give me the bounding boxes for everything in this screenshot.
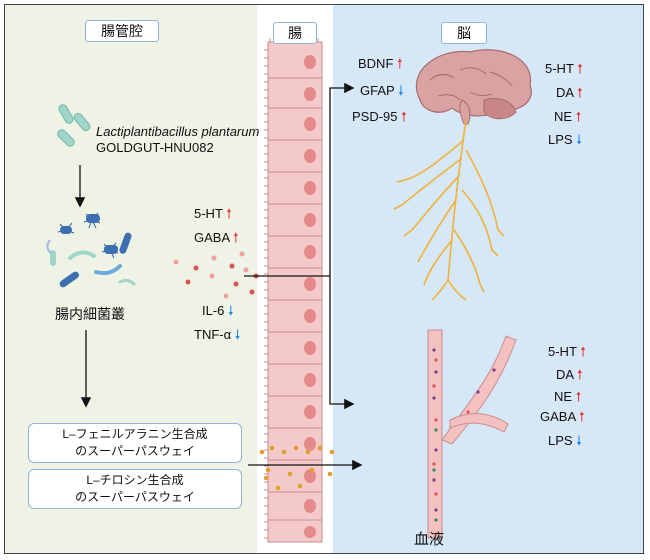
gut-microbiota-icon xyxy=(46,212,136,288)
metabolite-dots xyxy=(173,251,259,299)
marker-name: GFAP xyxy=(360,83,395,98)
marker-name: 5-HT xyxy=(194,206,223,221)
lumen-header: 腸管腔 xyxy=(85,20,159,42)
up-arrow-icon: 🠕 xyxy=(575,389,582,404)
up-arrow-icon: 🠕 xyxy=(397,56,403,71)
brain-marker: NE 🠕 xyxy=(554,108,581,130)
down-arrow-icon: 🠗 xyxy=(576,132,582,147)
brain-marker: GFAP 🠗 xyxy=(360,82,404,104)
blood-vessel-icon xyxy=(427,329,517,539)
brain-marker: BDNF 🠕 xyxy=(358,55,403,77)
pathway-box-tyrosine: L–チロシン生合成 のスーパーパスウェイ xyxy=(28,469,242,509)
marker-name: IL-6 xyxy=(202,303,225,318)
brain-marker: LPS 🠗 xyxy=(548,131,582,153)
up-arrow-icon: 🠕 xyxy=(577,61,583,76)
pathway-dots xyxy=(259,445,335,491)
marker-name: DA xyxy=(556,367,574,382)
marker-name: GABA xyxy=(194,230,230,245)
brain-header: 脳 xyxy=(441,22,487,44)
blood-marker: NE 🠕 xyxy=(554,388,581,410)
marker-name: PSD-95 xyxy=(352,109,398,124)
up-arrow-icon: 🠕 xyxy=(401,109,407,124)
up-arrow-icon: 🠕 xyxy=(576,367,583,382)
blood-marker: LPS 🠗 xyxy=(548,432,582,454)
marker-name: DA xyxy=(556,85,574,100)
up-arrow-icon: 🠕 xyxy=(579,409,585,424)
brain-marker: DA 🠕 xyxy=(556,84,583,106)
up-arrow-icon: 🠕 xyxy=(226,206,232,221)
spinal-nerves-icon xyxy=(393,119,505,301)
down-arrow-icon: 🠗 xyxy=(576,433,582,448)
marker-name: TNF-α xyxy=(194,327,232,342)
gut-header: 腸 xyxy=(273,22,317,44)
up-arrow-icon: 🠕 xyxy=(575,109,582,124)
connector-gut-to-blood xyxy=(329,276,355,410)
pathway-line2: のスーパーパスウェイ xyxy=(75,444,195,458)
marker-name: 5-HT xyxy=(545,61,574,76)
up-arrow-icon: 🠕 xyxy=(576,85,583,100)
gut-marker: TNF-α 🠗 xyxy=(194,326,240,348)
microvilli-left xyxy=(264,49,268,539)
microbiota-label: 腸内細菌叢 xyxy=(55,306,125,322)
gut-cells xyxy=(268,77,322,521)
marker-name: LPS xyxy=(548,132,573,147)
lactobacillus-icon xyxy=(57,104,91,147)
marker-name: NE xyxy=(554,109,573,124)
pathway-line1: L–フェニルアラニン生合成 xyxy=(62,427,208,441)
marker-name: LPS xyxy=(548,433,573,448)
marker-name: BDNF xyxy=(358,56,394,71)
marker-name: GABA xyxy=(540,409,576,424)
down-arrow-icon: 🠗 xyxy=(234,327,241,342)
down-arrow-icon: 🠗 xyxy=(398,83,404,98)
up-arrow-icon: 🠕 xyxy=(580,344,586,359)
brain-icon xyxy=(415,49,532,125)
gut-epithelium xyxy=(264,38,323,543)
bacteria-strain-label: GOLDGUT-HNU082 xyxy=(96,140,214,155)
pathway-line1: L–チロシン生合成 xyxy=(86,473,184,487)
gut-marker: IL-6 🠗 xyxy=(202,302,234,324)
blood-marker: DA 🠕 xyxy=(556,366,583,388)
gut-marker: 5-HT 🠕 xyxy=(194,205,232,227)
brain-marker: PSD-95 🠕 xyxy=(352,108,407,130)
figure-frame xyxy=(4,4,644,554)
blood-marker: 5-HT 🠕 xyxy=(548,343,586,365)
brain-marker: 5-HT 🠕 xyxy=(545,60,583,82)
up-arrow-icon: 🠕 xyxy=(233,230,239,245)
marker-name: NE xyxy=(554,389,573,404)
pathway-line2: のスーパーパスウェイ xyxy=(75,490,195,504)
blood-label: 血液 xyxy=(414,531,445,548)
bacteria-species-label: Lactiplantibacillus plantarum xyxy=(96,124,260,139)
blood-marker: GABA 🠕 xyxy=(540,408,585,430)
connector-gut-to-brain xyxy=(244,82,355,277)
gut-marker: GABA 🠕 xyxy=(194,229,239,251)
marker-name: 5-HT xyxy=(548,344,577,359)
gut-cell-nuclei xyxy=(304,55,316,538)
down-arrow-icon: 🠗 xyxy=(228,303,234,318)
pathway-box-phenylalanine: L–フェニルアラニン生合成 のスーパーパスウェイ xyxy=(28,423,242,463)
